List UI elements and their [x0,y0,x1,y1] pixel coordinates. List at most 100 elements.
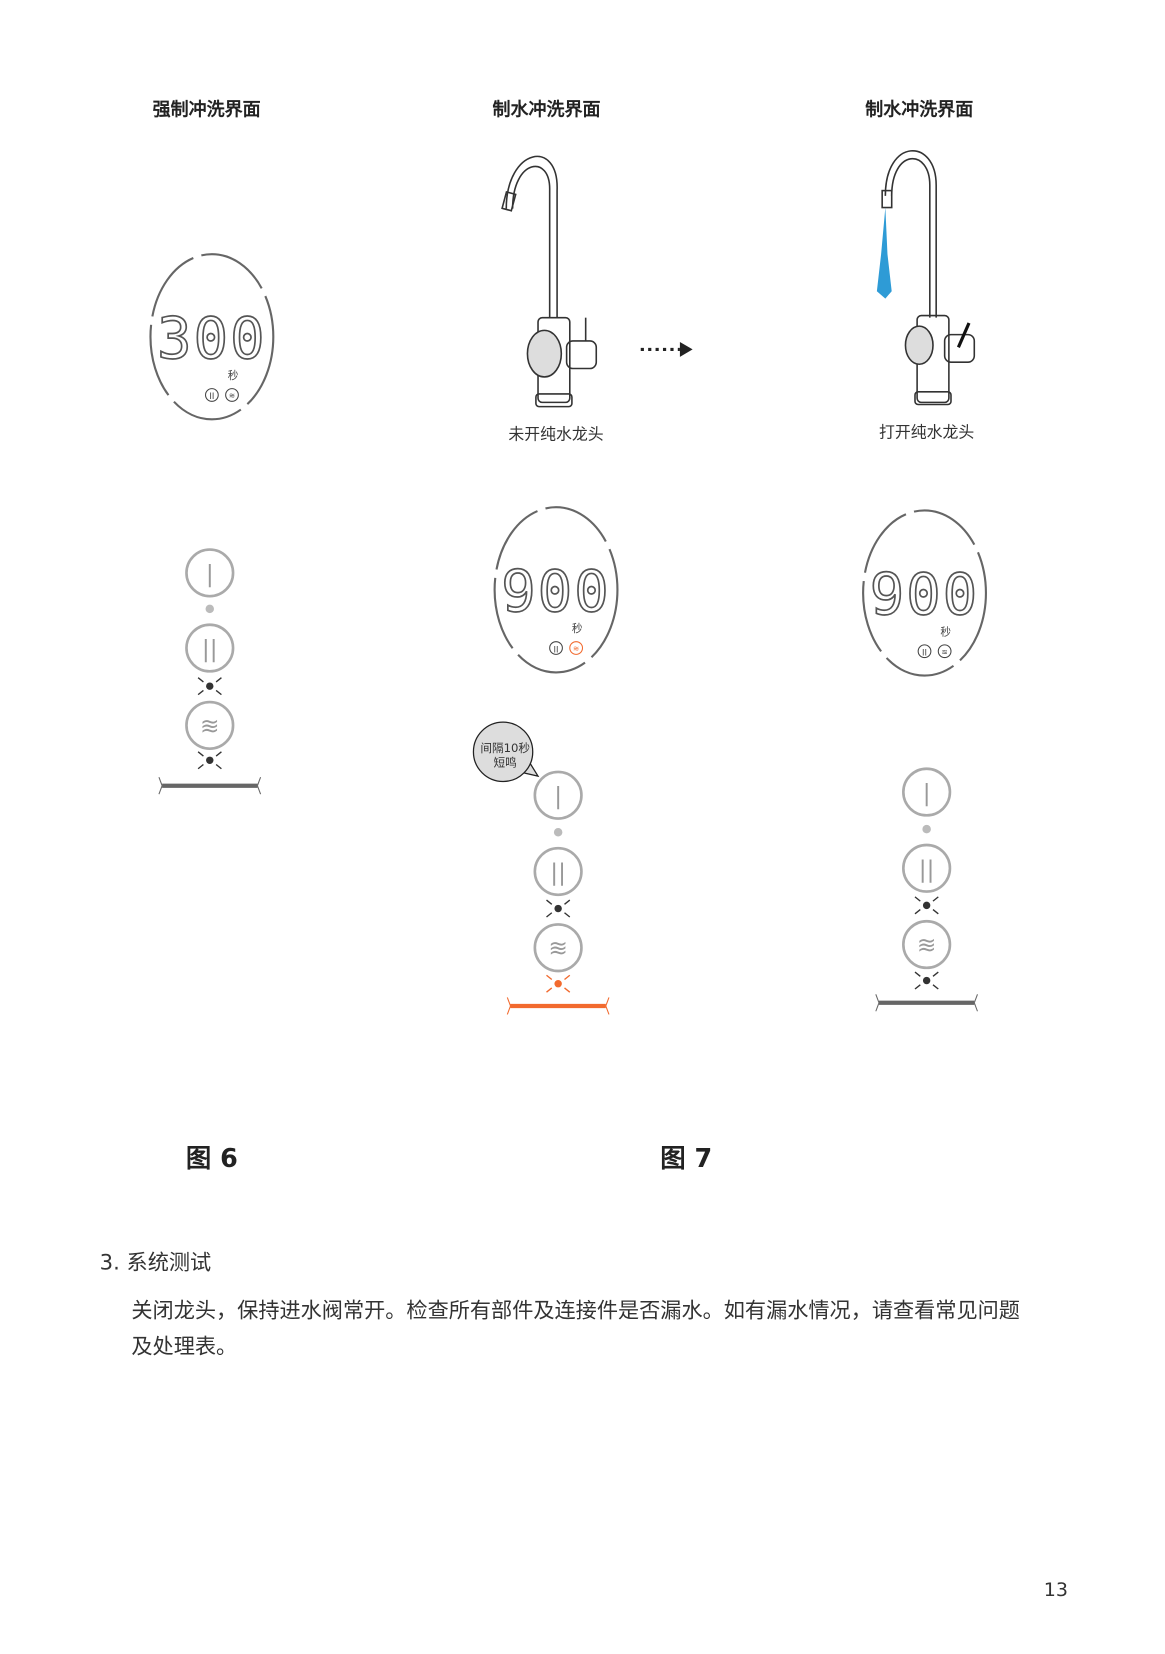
pause-ring [902,843,952,893]
ray [932,971,939,977]
indicator-dot-off [922,824,931,834]
display-digits: 900 [870,562,980,628]
pause-ring [185,623,235,673]
display-outline [493,506,619,674]
ray [215,689,222,696]
display-unit: 秒 [940,625,951,638]
pause-glyph: II [554,644,559,654]
ray [564,974,571,981]
ray [932,896,939,902]
bar-tick [506,997,511,1007]
display-panel-forced: 300 秒 II≋ [149,253,275,421]
indicator-bar [506,997,610,1015]
heading-production-flush-open: 制水冲洗界面 [865,98,973,120]
heading-forced-flush: 强制冲洗界面 [153,98,261,120]
pause-ring [533,846,583,897]
caption-faucet-open: 打开纯水龙头 [879,422,974,441]
flush-status-icon [225,388,239,402]
display-panel-closed-faucet: 900 秒 II ≋ [493,506,619,674]
faucet-closed-illustration [501,155,598,408]
flush-button[interactable]: ≋ [185,700,235,750]
ray [197,677,204,683]
ray [914,909,921,915]
ray [564,912,571,918]
indicator-dot [554,904,562,913]
pause-glyph: II [922,647,927,657]
water-stream-icon [876,207,892,299]
pause-status-icon [205,388,219,402]
indicator-dot [206,756,214,764]
bar-tick [256,785,262,795]
ray [914,971,921,977]
flush-glyph: ≋ [942,647,948,656]
pause-icon: || [550,859,566,886]
pause-status-icon [549,641,563,655]
display-digits: 300 [157,306,267,372]
page-number: 13 [1044,1579,1068,1601]
flush-status-icon [937,644,952,659]
indicator-dot [922,976,931,985]
flush-icon: ≋ [917,932,937,959]
bubble-line2: 短鸣 [494,756,517,770]
flush-ring [902,919,952,970]
flush-button[interactable]: ≋ [902,919,952,970]
figure-label-7: 图 7 [660,1143,712,1173]
power-button[interactable]: | [902,767,952,817]
power-ring [902,767,952,817]
power-button[interactable]: | [185,548,235,598]
pause-glyph: II [209,391,214,401]
ray [197,751,204,757]
power-icon: | [206,560,214,587]
indicator-dot-off [553,828,563,837]
bar-tick [605,997,610,1007]
ray [546,912,553,918]
power-icon: | [554,783,562,810]
indicator-bar [875,994,978,1012]
figure-label-6: 图 6 [186,1143,238,1173]
ray [215,751,222,757]
indicator-dot [206,682,214,690]
bar-tick [256,777,262,786]
flush-icon: ≋ [200,713,220,740]
flush-glyph: ≋ [229,391,235,400]
flush-ring [533,923,583,973]
bar-tick [158,785,163,795]
heading-production-flush-closed: 制水冲洗界面 [492,98,600,120]
pause-icon: || [919,856,935,883]
display-outline [149,253,275,421]
pause-button[interactable]: || [902,843,952,893]
pause-button[interactable]: || [185,623,235,673]
power-button[interactable]: | [533,770,583,820]
indicator-light-blinking-icon [546,899,571,918]
ray [564,987,571,993]
ray [546,987,553,993]
ray [546,974,553,981]
section-paragraph-line: 关闭龙头，保持进水阀常开。检查所有部件及连接件是否漏水。如有漏水情况，请查看常见… [131,1297,1020,1322]
section-paragraph-line: 及处理表。 [131,1333,237,1358]
caption-faucet-closed: 未开纯水龙头 [508,424,603,443]
dotted-arrow-icon [640,342,693,357]
display-digits: 900 [501,559,611,625]
indicator-light-blinking-icon [546,974,571,993]
button-column-fig6: |||≋ [158,548,262,795]
flush-button[interactable]: ≋ [533,923,583,973]
indicator-dot-off [205,604,215,614]
indicator-dot [922,901,931,910]
display-unit: 秒 [572,622,583,635]
flush-glyph: ≋ [573,644,579,653]
ray [914,896,921,902]
power-ring [185,548,235,598]
ray [932,909,939,915]
ray [546,899,553,905]
bar-tick [605,1005,610,1015]
bubble-line1: 间隔10秒 [480,741,530,755]
bar-tick [875,1002,880,1012]
flush-status-icon [569,641,584,655]
indicator-light-blinking-icon [914,971,939,990]
ray [197,763,204,770]
bar-tick [506,1005,511,1015]
ray [215,763,222,770]
bar-tick [973,994,978,1003]
pause-button[interactable]: || [533,846,583,897]
